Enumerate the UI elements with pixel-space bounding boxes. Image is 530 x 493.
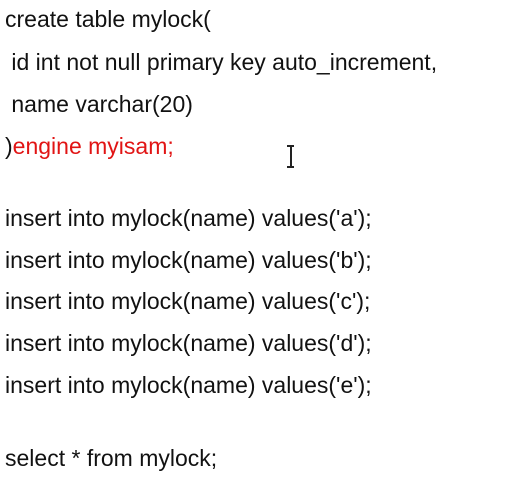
- insert-line-a: insert into mylock(name) values('a');: [5, 205, 372, 231]
- engine-clause: engine myisam;: [12, 133, 174, 159]
- insert-line-d: insert into mylock(name) values('d');: [5, 330, 372, 356]
- name-column-line: name varchar(20): [5, 91, 193, 117]
- engine-line: )engine myisam;: [5, 131, 174, 161]
- insert-line-b: insert into mylock(name) values('b');: [5, 247, 372, 273]
- text-cursor-ibeam-icon: [285, 144, 297, 168]
- closing-paren: ): [5, 133, 13, 159]
- id-column-line: id int not null primary key auto_increme…: [5, 49, 438, 75]
- select-line: select * from mylock;: [5, 445, 218, 471]
- insert-line-c: insert into mylock(name) values('c');: [5, 288, 371, 314]
- create-table-line: create table mylock(: [5, 6, 211, 32]
- insert-line-e: insert into mylock(name) values('e');: [5, 372, 372, 398]
